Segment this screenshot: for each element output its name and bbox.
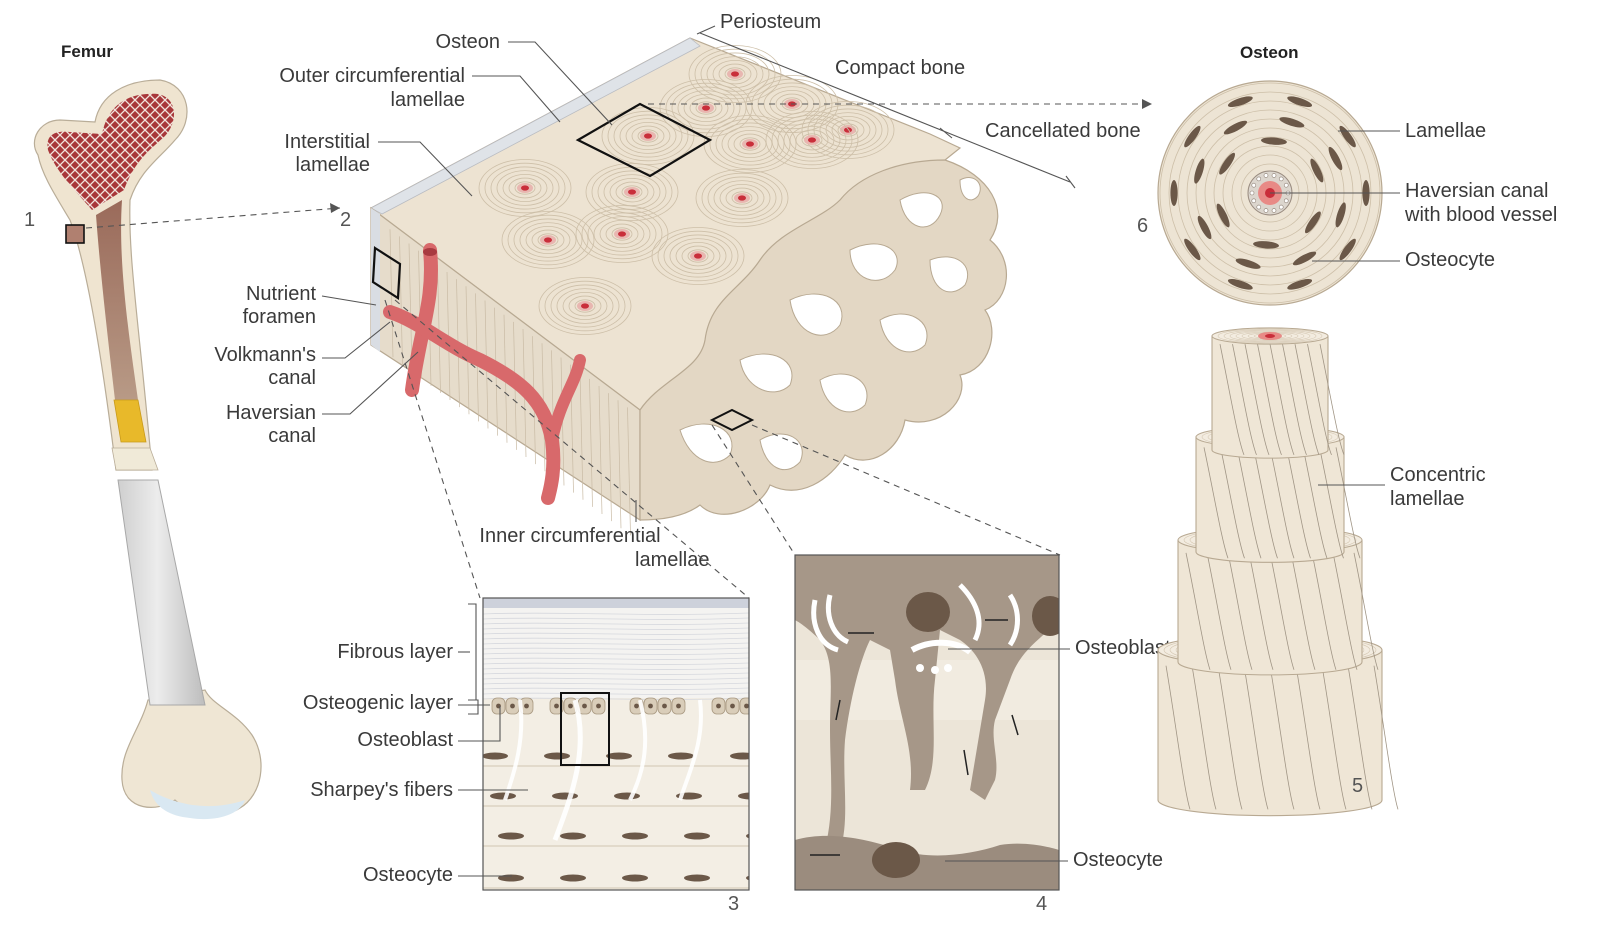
- label-nutrient-1: Nutrient: [246, 283, 316, 305]
- periosteum-panel: [483, 598, 749, 890]
- femur-illustration: [33, 79, 262, 820]
- label-nutrient-2: foramen: [243, 306, 316, 328]
- figure-number-3: 3: [728, 893, 739, 915]
- figure-number-1: 1: [24, 209, 35, 231]
- osteon-ring: [651, 227, 745, 285]
- figure-number-6: 6: [1137, 215, 1148, 237]
- label-outer-circumferential-1: Outer circumferential: [279, 65, 465, 87]
- label-concentric-lamellae-2: lamellae: [1390, 488, 1464, 510]
- osteon-ring: [695, 169, 789, 227]
- osteon-telescoping-illustration: [1157, 327, 1399, 817]
- label-osteocyte-periosteum: Osteocyte: [363, 864, 453, 886]
- osteon-ring: [765, 111, 859, 169]
- osteon-ring: [659, 79, 753, 137]
- label-lamellae: Lamellae: [1405, 120, 1486, 142]
- label-osteoblast-cell: Osteoblast: [1075, 637, 1171, 659]
- label-haversian-1: Haversian: [226, 402, 316, 424]
- label-haversian-canal-vessel-2: with blood vessel: [1404, 204, 1557, 226]
- label-volkmann-2: canal: [268, 367, 316, 389]
- osteon-title: Osteon: [1240, 43, 1299, 62]
- label-outer-circumferential-2: lamellae: [391, 89, 465, 111]
- femur-to-block-pointer: [85, 207, 341, 229]
- label-fibrous-layer: Fibrous layer: [337, 641, 453, 663]
- figure-number-5: 5: [1352, 775, 1363, 797]
- label-osteogenic-layer: Osteogenic layer: [303, 692, 453, 714]
- label-osteocyte-osteon: Osteocyte: [1405, 249, 1495, 271]
- label-osteoblast-periosteum: Osteoblast: [357, 729, 453, 751]
- block-marker-osteon: [575, 102, 713, 178]
- label-osteon: Osteon: [436, 31, 500, 53]
- femur-title: Femur: [61, 42, 113, 61]
- bone-layer-bracket: [699, 32, 1071, 183]
- osteon-ring: [538, 277, 632, 335]
- label-haversian-2: canal: [268, 425, 316, 447]
- label-compact-bone: Compact bone: [835, 57, 965, 79]
- label-interstitial-1: Interstitial: [284, 131, 370, 153]
- block-marker-cancellous: [709, 408, 755, 432]
- label-osteocyte-cell: Osteocyte: [1073, 849, 1163, 871]
- label-inner-circumferential-1: Inner circumferential: [479, 525, 660, 547]
- label-inner-circumferential-2: lamellae: [635, 549, 709, 571]
- label-cancellated-bone: Cancellated bone: [985, 120, 1141, 142]
- osteon-rings: [478, 45, 895, 335]
- label-volkmann-1: Volkmann's: [214, 344, 316, 366]
- osteon-ring: [501, 211, 595, 269]
- figure-number-4: 4: [1036, 893, 1047, 915]
- label-periosteum: Periosteum: [720, 11, 821, 33]
- label-sharpeys-fibers: Sharpey's fibers: [310, 779, 453, 801]
- haversian-canal-vessel: [405, 243, 438, 397]
- block-marker-periosteum: [371, 246, 402, 300]
- label-interstitial-2: lamellae: [296, 154, 370, 176]
- figure-number-2: 2: [340, 209, 351, 231]
- label-haversian-canal-vessel-1: Haversian canal: [1405, 180, 1548, 202]
- cell-detail-panel: [795, 555, 1059, 890]
- label-concentric-lamellae-1: Concentric: [1390, 464, 1486, 486]
- osteon-ring: [478, 159, 572, 217]
- volkmann-canal-vessel: [383, 305, 561, 505]
- bone-block-illustration: [369, 37, 1007, 536]
